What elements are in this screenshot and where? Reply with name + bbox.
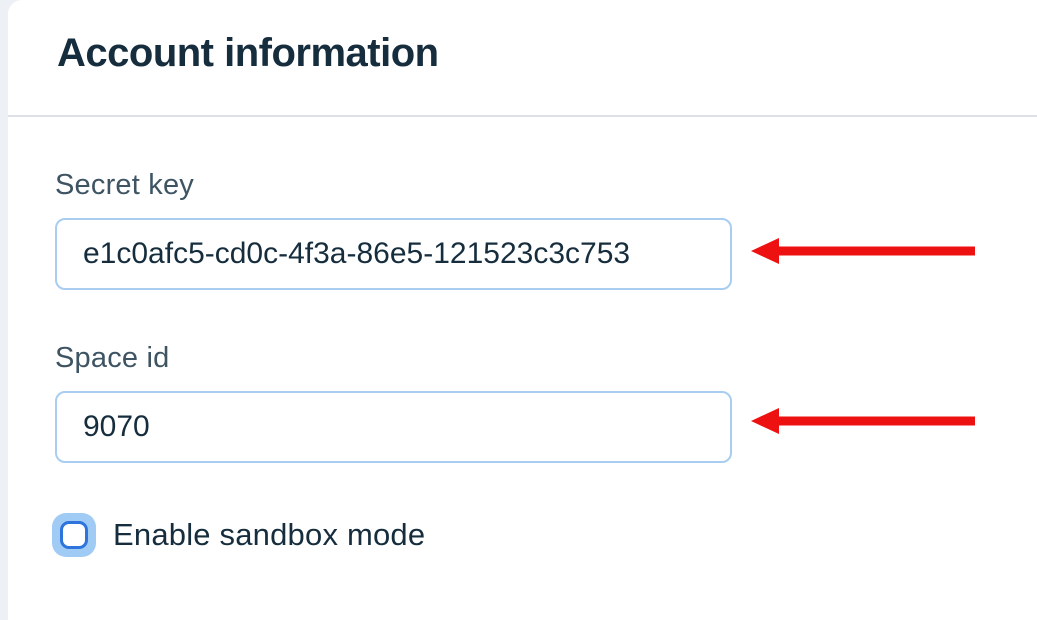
sandbox-mode-row[interactable]: Enable sandbox mode	[52, 513, 1037, 557]
page-title: Account information	[57, 31, 439, 75]
secret-key-field: Secret key	[55, 169, 1037, 290]
sandbox-checkbox[interactable]	[52, 513, 96, 557]
account-form: Secret key Space id Enable sandbox mode	[8, 117, 1037, 557]
secret-key-input[interactable]	[55, 218, 732, 290]
secret-key-label: Secret key	[55, 169, 194, 201]
space-id-field: Space id	[55, 342, 1037, 463]
space-id-label: Space id	[55, 342, 170, 374]
sandbox-checkbox-label: Enable sandbox mode	[113, 517, 426, 552]
card-header: Account information	[8, 0, 1037, 117]
account-information-card: Account information Secret key Space id …	[8, 0, 1037, 620]
sandbox-checkbox-box	[60, 521, 88, 549]
space-id-input[interactable]	[55, 391, 732, 463]
